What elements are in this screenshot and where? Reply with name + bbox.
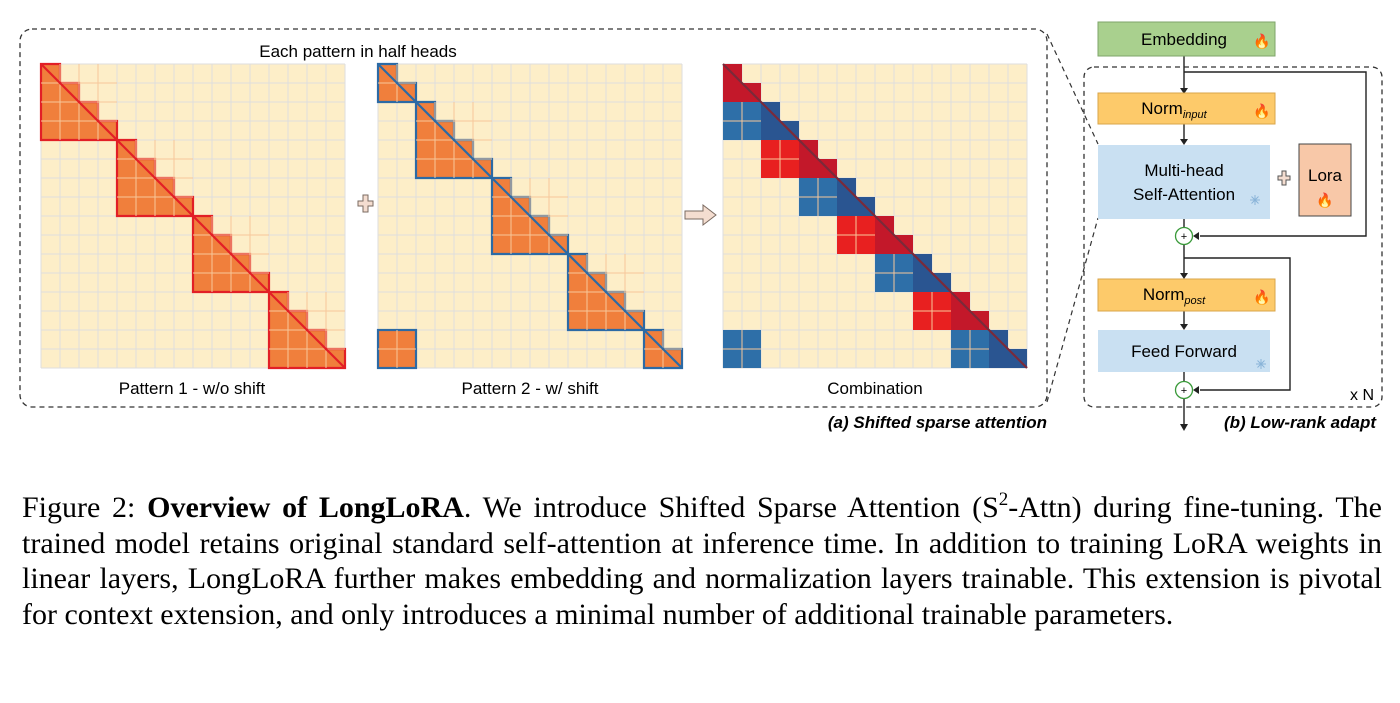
residual-connection-2 — [1184, 257, 1291, 391]
flame-icon: 🔥 — [1253, 289, 1270, 306]
flame-icon: 🔥 — [1253, 33, 1270, 50]
svg-text:Feed Forward: Feed Forward — [1131, 342, 1237, 361]
zoom-line-bottom — [1046, 217, 1099, 403]
combination-label: Combination — [827, 379, 922, 398]
svg-text:Self-Attention: Self-Attention — [1133, 185, 1235, 204]
flame-icon: 🔥 — [1253, 103, 1270, 120]
svg-text:Normpost: Normpost — [1143, 285, 1206, 307]
residual-add-1: + — [1174, 226, 1194, 246]
pattern2-grid — [376, 62, 684, 370]
feed-forward-block: Feed Forward — [1098, 330, 1270, 372]
panel-b-subcaption: (b) Low-rank adapt — [1224, 413, 1377, 432]
svg-text:Multi-head: Multi-head — [1144, 161, 1223, 180]
repeat-label: x N — [1350, 387, 1374, 404]
residual-connection-1 — [1184, 71, 1367, 237]
panel-b-frame — [1083, 66, 1383, 408]
caption-title: Overview of LongLoRA — [147, 491, 464, 524]
pattern1-label: Pattern 1 - w/o shift — [119, 379, 266, 398]
norm-post-block: Normpost 🔥 — [1097, 278, 1276, 312]
panel-a-heading: Each pattern in half heads — [259, 42, 457, 61]
svg-text:Norminput: Norminput — [1141, 99, 1207, 121]
pattern1-grid — [39, 62, 347, 370]
combination-grid — [722, 63, 1028, 369]
caption-text-1: . We introduce Shifted Sparse Attention … — [463, 491, 999, 524]
figure-diagram: Each pattern in half heads Pattern 1 - w… — [19, 21, 1383, 432]
plus-icon — [1277, 170, 1291, 186]
caption-prefix: Figure 2: — [22, 491, 148, 524]
caption-text-2: -Attn) during fine-tuning. The trained m… — [22, 491, 1382, 631]
caption-superscript: 2 — [998, 489, 1009, 510]
pattern2-label: Pattern 2 - w/ shift — [462, 379, 599, 398]
snowflake-icon — [1250, 195, 1260, 205]
multi-head-self-attention-block: Multi-head Self-Attention — [1098, 145, 1270, 219]
panel-a-frame — [19, 28, 1048, 408]
svg-text:Embedding: Embedding — [1141, 30, 1227, 49]
panel-a-subcaption: (a) Shifted sparse attention — [828, 413, 1047, 432]
svg-text:+: + — [1181, 231, 1187, 243]
norm-input-block: Norminput 🔥 — [1097, 92, 1276, 125]
embedding-block: Embedding 🔥 — [1097, 21, 1276, 57]
snowflake-icon — [1256, 359, 1266, 369]
lora-block: Lora 🔥 — [1298, 143, 1352, 217]
plus-icon — [357, 194, 374, 213]
figure-caption: Figure 2: Overview of LongLoRA. We intro… — [22, 490, 1382, 632]
svg-text:Lora: Lora — [1308, 166, 1343, 185]
residual-add-2: + — [1174, 380, 1194, 400]
svg-text:+: + — [1181, 385, 1187, 397]
right-arrow-icon — [684, 203, 717, 227]
flame-icon: 🔥 — [1316, 192, 1333, 209]
zoom-line-top — [1046, 33, 1099, 145]
